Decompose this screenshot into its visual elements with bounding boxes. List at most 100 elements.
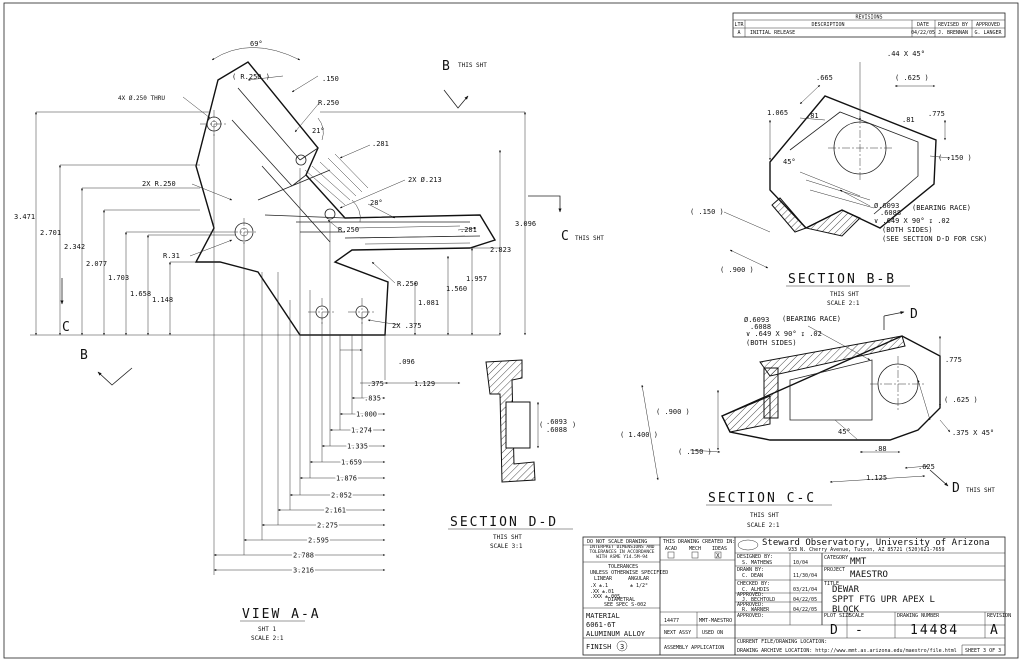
dim-angle-69: 69° [250, 40, 263, 48]
dim-2x-d213: 2X Ø.213 [408, 176, 442, 184]
tb-next-assy: NEXT ASSY [664, 630, 691, 636]
cc-150: ( .150 ) [678, 448, 712, 456]
tb-project: MAESTRO [850, 570, 888, 580]
tb-category: MMT [850, 557, 867, 567]
rev-header-desc: DESCRIPTION [811, 22, 844, 28]
marker-d-top: D [910, 307, 920, 322]
tb-ideas-checkbox [714, 551, 722, 559]
cc-45: 45° [838, 428, 851, 436]
dim-r250-d: R.250 [397, 280, 418, 288]
tb-diametral: DIAMETRAL [608, 597, 635, 603]
dim-h-3: 1.335 [347, 443, 368, 451]
tb-approved2-date: 04/22/05 [793, 607, 817, 613]
tb-asm-num: 14477 [664, 618, 679, 624]
tb-ang: ± 1/2° [630, 583, 648, 589]
tb-address: 933 N. Cherry Avenue, Tucson, AZ 85721 (… [788, 547, 945, 553]
tb-linear: LINEAR [594, 576, 613, 582]
bb-see: (SEE SECTION D-D FOR CSK) [882, 235, 987, 243]
dim-281a: .281 [372, 140, 389, 148]
section-dd: .6093 .6088 () SECTION D-D THIS SHT SCAL… [448, 359, 576, 550]
bb-900: ( .900 ) [720, 266, 754, 274]
sheet-border [3, 2, 1019, 659]
dim-h-1: 1.000 [356, 411, 377, 419]
cc-775: .775 [945, 356, 962, 364]
marker-d-bottom: D [952, 481, 962, 496]
dim-thru-holes: 4X Ø.250 THRU [118, 95, 165, 102]
bb-625: ( .625 ) [895, 74, 929, 82]
tb-category-label: CATEGORY [824, 555, 848, 561]
rev-header-date: DATE [917, 22, 929, 28]
dd-bore-top: .6093 [546, 418, 567, 426]
tb-tol3: .XXX ±.005 [590, 594, 620, 600]
tb-title3: BLOCK [832, 605, 860, 615]
tb-approved3-label: APPROVED: [737, 613, 764, 619]
dim-2342: 2.342 [64, 243, 85, 251]
bb-81b: .81 [902, 116, 915, 124]
marker-b-top-letter: B [442, 59, 452, 74]
marker-b-left-letter: B [80, 348, 90, 363]
dim-2701: 2.701 [40, 229, 61, 237]
tb-scale-label: SCALE [849, 613, 864, 619]
tb-approved1-date: 04/22/05 [793, 597, 817, 603]
cc-both: (BOTH SIDES) [746, 339, 797, 347]
tb-approved1-by: J. BECHTOLD [742, 597, 775, 603]
section-marker-b-left: B [80, 348, 133, 386]
svg-text:X: X [716, 553, 720, 560]
dim-r250-c: R.250 [338, 226, 359, 234]
section-bb: .44 X 45° .665 ( .625 ) 1.065 .81 .81 .7… [690, 50, 987, 307]
tb-asm-label: MMT-MAESTRO [699, 618, 732, 624]
view-aa-outline [194, 61, 497, 336]
dim-3096: 3.096 [515, 220, 536, 228]
tb-finish-label: FINISH [586, 643, 611, 651]
section-cc-sheet: THIS SHT [750, 512, 779, 519]
org-logo-icon [737, 539, 759, 551]
rev-row-desc: INITIAL RELEASE [750, 30, 795, 36]
bb-775: .775 [928, 110, 945, 118]
rev-header-revised: REVISED BY [938, 22, 968, 28]
tb-created-in: THIS DRAWING CREATED IN: [663, 539, 735, 545]
tb-material-label: MATERIAL [586, 612, 620, 620]
dim-281b: .281 [460, 226, 477, 234]
bb-45: 45° [783, 158, 796, 166]
bb-bear2: .6088 [880, 209, 901, 217]
view-aa-scale: SCALE 2:1 [251, 635, 284, 642]
marker-c-right-note: THIS SHT [575, 235, 604, 242]
section-bb-title: SECTION B-B [788, 272, 896, 287]
bb-both: (BOTH SIDES) [882, 226, 933, 234]
dim-h375: .375 [367, 380, 384, 388]
dim-h-6: 2.052 [331, 492, 352, 500]
marker-d-bottom-note: THIS SHT [966, 487, 995, 494]
bb-bear1: Ø.6093 [874, 202, 899, 210]
bb-1065: 1.065 [767, 109, 788, 117]
tb-checked-date: 03/21/04 [793, 587, 817, 593]
tb-checked-by: C. ALHDIS [742, 587, 769, 593]
dim-h-7: 2.161 [325, 507, 346, 515]
bb-81a: .81 [806, 112, 819, 120]
dim-h-2: 1.274 [351, 427, 372, 435]
tb-org: Steward Observatory, University of Arizo… [762, 538, 990, 548]
bb-44x45: .44 X 45° [887, 50, 925, 58]
tb-current-loc: CURRENT FILE/DRAWING LOCATION: [737, 639, 827, 645]
cc-csk: ∨ .649 X 90° ↧ .02 [746, 330, 822, 338]
section-cc-title: SECTION C-C [708, 491, 816, 506]
section-dd-sheet: THIS SHT [493, 534, 522, 541]
tb-checked-label: CHECKED BY: [737, 581, 770, 587]
dim-2x-r250: 2X R.250 [142, 180, 176, 188]
cc-1400: ( 1.400 ) [620, 431, 658, 439]
rev-row-revised: J. BRENNAN [938, 30, 968, 36]
tb-finish-num: 3 [620, 643, 624, 651]
bb-bear-note: (BEARING RACE) [912, 204, 971, 212]
tb-title1: DEWAR [832, 585, 860, 595]
rev-row-ltr: A [737, 30, 740, 36]
tb-material1: 6061-6T [586, 621, 616, 629]
marker-b-top-note: THIS SHT [458, 62, 487, 69]
cc-1125: 1.125 [866, 474, 887, 482]
tb-approved1-label: APPROVED: [737, 592, 764, 598]
bb-150l: ( .150 ) [690, 208, 724, 216]
tb-rev-label: REVISION [987, 613, 1011, 619]
dim-2077: 2.077 [86, 260, 107, 268]
cc-bear1: Ø.6093 [744, 316, 769, 324]
tb-project-label: PROJECT [824, 567, 845, 573]
tb-plot-size: D [830, 623, 840, 638]
tb-designed-date: 10/04 [793, 560, 808, 566]
